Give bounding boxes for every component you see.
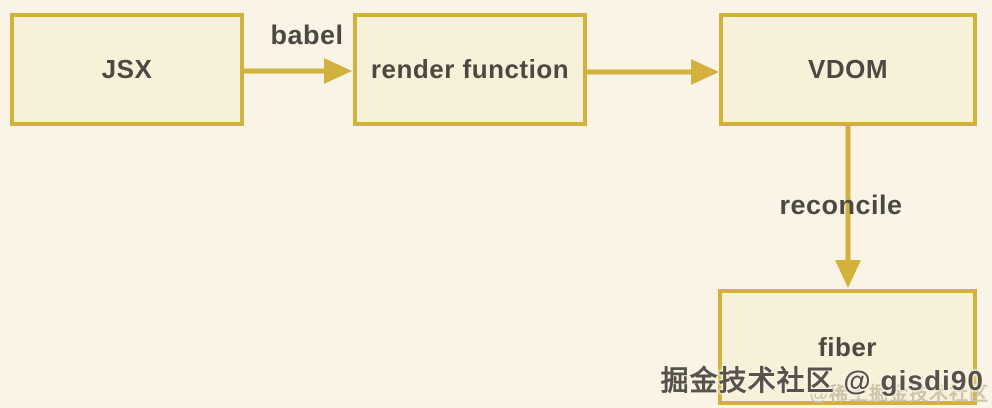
arrow-head-icon [324,58,352,84]
node-fiber-label: fiber [818,331,877,362]
node-render-function-label: render function [370,54,570,84]
arrow-jsx-to-render-function [244,58,352,84]
arrow-head-icon [691,59,719,85]
node-vdom: VDOM [719,13,977,126]
arrow-head-icon [835,260,861,288]
watermark-secondary: @稀土掘金技术社区 [809,384,989,405]
node-jsx-label: JSX [101,54,153,84]
node-render-function: render function [353,13,587,126]
node-jsx: JSX [10,13,244,126]
edge-label-babel: babel [270,20,344,50]
node-vdom-label: VDOM [808,54,888,84]
watermark-primary: 掘金技术社区 @ gisdi90 [660,365,984,396]
edge-label-reconcile: reconcile [779,190,903,220]
node-fiber: fiber [718,289,977,405]
arrow-render-function-to-vdom [587,59,719,85]
